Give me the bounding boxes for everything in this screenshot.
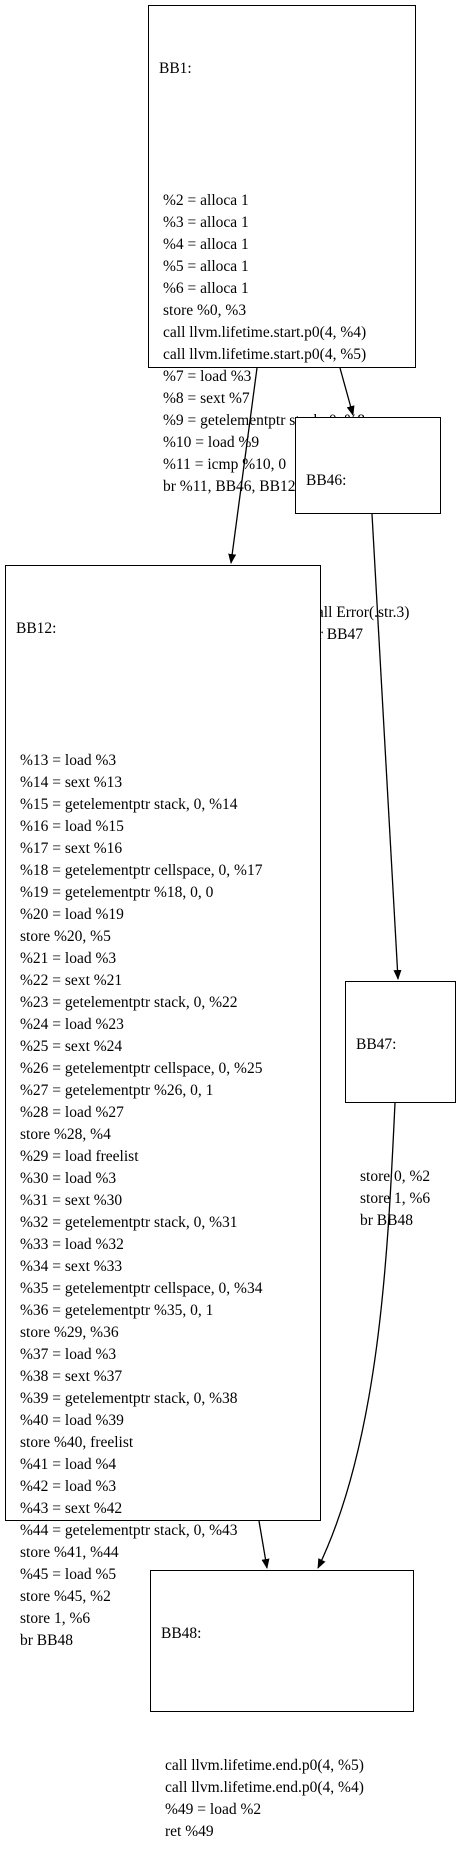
- basic-block-bb1: BB1: %2 = alloca 1 %3 = alloca 1 %4 = allo…: [148, 5, 416, 495]
- instruction-line: %44 = getelementptr stack, 0, %43: [20, 1522, 238, 1539]
- instruction-line: %10 = load %9: [163, 434, 260, 451]
- instruction-line: %6 = alloca 1: [163, 280, 249, 297]
- edge-bb1-to-bb46: [339, 367, 355, 416]
- instruction-line: call llvm.lifetime.start.p0(4, %5): [163, 346, 367, 363]
- edge-bb46-to-bb47: [371, 513, 402, 980]
- block-spacer: [159, 124, 405, 146]
- edge-bb12-to-bb48: [258, 1520, 270, 1569]
- instruction-line: store %0, %3: [163, 302, 247, 319]
- block-title: BB46:: [306, 472, 347, 489]
- instruction-line: call llvm.lifetime.end.p0(4, %4): [165, 1779, 364, 1796]
- instruction-line: %40 = load %39: [20, 1412, 124, 1429]
- instruction-line: store %41, %44: [20, 1544, 119, 1561]
- instruction-line: %23 = getelementptr stack, 0, %22: [20, 994, 238, 1011]
- instruction-line: %25 = sext %24: [20, 1038, 123, 1055]
- instruction-line: %45 = load %5: [20, 1566, 117, 1583]
- block-title: BB12:: [16, 620, 57, 637]
- instruction-line: %11 = icmp %10, 0: [163, 456, 287, 473]
- instruction-line: store %28, %4: [20, 1126, 111, 1143]
- instruction-line: store 0, %2: [360, 1168, 431, 1185]
- instruction-line: %39 = getelementptr stack, 0, %38: [20, 1390, 238, 1407]
- instruction-line: ret %49: [165, 1823, 214, 1840]
- block-title: BB48:: [161, 1625, 202, 1642]
- block-title: BB47:: [356, 1036, 397, 1053]
- basic-block-bb48: BB48: call llvm.lifetime.end.p0(4, %5)ca…: [150, 1570, 414, 1840]
- instruction-line: %2 = alloca 1: [163, 192, 249, 209]
- block-spacer: [306, 536, 430, 558]
- basic-block-bb12: BB12: %13 = load %3 %14 = sext %13 %15 = g…: [5, 565, 321, 1649]
- instruction-line: %8 = sext %7: [163, 390, 250, 407]
- instruction-line: br BB48: [360, 1212, 413, 1229]
- instruction-line: %32 = getelementptr stack, 0, %31: [20, 1214, 238, 1231]
- instruction-line: %5 = alloca 1: [163, 258, 249, 275]
- instruction-line: call Error(.str.3): [310, 604, 410, 621]
- edges-layer: [228, 367, 402, 1569]
- instruction-line: %21 = load %3: [20, 950, 117, 967]
- instruction-line: %27 = getelementptr %26, 0, 1: [20, 1082, 214, 1099]
- instruction-line: %13 = load %3: [20, 752, 117, 769]
- instruction-list: call llvm.lifetime.end.p0(4, %5) call llv…: [161, 1755, 403, 1843]
- edge-bb47-to-bb48: [317, 1102, 396, 1569]
- instruction-line: %31 = sext %30: [20, 1192, 123, 1209]
- instruction-line: %43 = sext %42: [20, 1500, 123, 1517]
- instruction-line: %19 = getelementptr %18, 0, 0: [20, 884, 214, 901]
- instruction-line: store %20, %5: [20, 928, 111, 945]
- edge-bb1-to-bb12: [228, 367, 258, 564]
- instruction-line: %26 = getelementptr cellspace, 0, %25: [20, 1060, 263, 1077]
- instruction-line: call llvm.lifetime.start.p0(4, %4): [163, 324, 367, 341]
- instruction-line: %35 = getelementptr cellspace, 0, %34: [20, 1280, 263, 1297]
- block-spacer: [161, 1689, 403, 1711]
- block-title: BB1:: [159, 60, 192, 77]
- block-spacer: [16, 684, 310, 706]
- instruction-line: %16 = load %15: [20, 818, 124, 835]
- block-spacer: [356, 1100, 445, 1122]
- instruction-line: %20 = load %19: [20, 906, 124, 923]
- instruction-line: br %11, BB46, BB12: [163, 478, 296, 495]
- instruction-line: store %40, freelist: [20, 1434, 134, 1451]
- instruction-line: %17 = sext %16: [20, 840, 123, 857]
- instruction-line: %29 = load freelist: [20, 1148, 139, 1165]
- instruction-line: %36 = getelementptr %35, 0, 1: [20, 1302, 214, 1319]
- instruction-line: store 1, %6: [360, 1190, 431, 1207]
- instruction-line: %7 = load %3: [163, 368, 252, 385]
- instruction-line: %42 = load %3: [20, 1478, 117, 1495]
- instruction-line: %4 = alloca 1: [163, 236, 249, 253]
- instruction-list: store 0, %2 store 1, %6 br BB48: [356, 1166, 445, 1232]
- instruction-line: %30 = load %3: [20, 1170, 117, 1187]
- instruction-line: call llvm.lifetime.end.p0(4, %5): [165, 1757, 364, 1774]
- instruction-line: %14 = sext %13: [20, 774, 123, 791]
- instruction-line: %34 = sext %33: [20, 1258, 123, 1275]
- instruction-line: %49 = load %2: [165, 1801, 262, 1818]
- instruction-list: call Error(.str.3) br BB47: [306, 602, 430, 646]
- instruction-line: br BB47: [310, 626, 363, 643]
- instruction-line: %37 = load %3: [20, 1346, 117, 1363]
- instruction-line: %38 = sext %37: [20, 1368, 123, 1385]
- basic-block-bb47: BB47: store 0, %2 store 1, %6 br BB48: [345, 981, 456, 1229]
- instruction-line: store %45, %2: [20, 1588, 111, 1605]
- instruction-line: store %29, %36: [20, 1324, 119, 1341]
- instruction-line: br BB48: [20, 1632, 73, 1649]
- basic-block-bb46: BB46: call Error(.str.3) br BB47: [295, 417, 441, 643]
- instruction-list: %13 = load %3 %14 = sext %13 %15 = getelem…: [16, 750, 310, 1652]
- instruction-list: %2 = alloca 1 %3 = alloca 1 %4 = alloca 1%…: [159, 190, 405, 498]
- instruction-line: %18 = getelementptr cellspace, 0, %17: [20, 862, 263, 879]
- instruction-line: %15 = getelementptr stack, 0, %14: [20, 796, 238, 813]
- instruction-line: %33 = load %32: [20, 1236, 124, 1253]
- instruction-line: %28 = load %27: [20, 1104, 124, 1121]
- instruction-line: store 1, %6: [20, 1610, 91, 1627]
- instruction-line: %3 = alloca 1: [163, 214, 249, 231]
- instruction-line: %24 = load %23: [20, 1016, 124, 1033]
- instruction-line: %41 = load %4: [20, 1456, 117, 1473]
- instruction-line: %22 = sext %21: [20, 972, 123, 989]
